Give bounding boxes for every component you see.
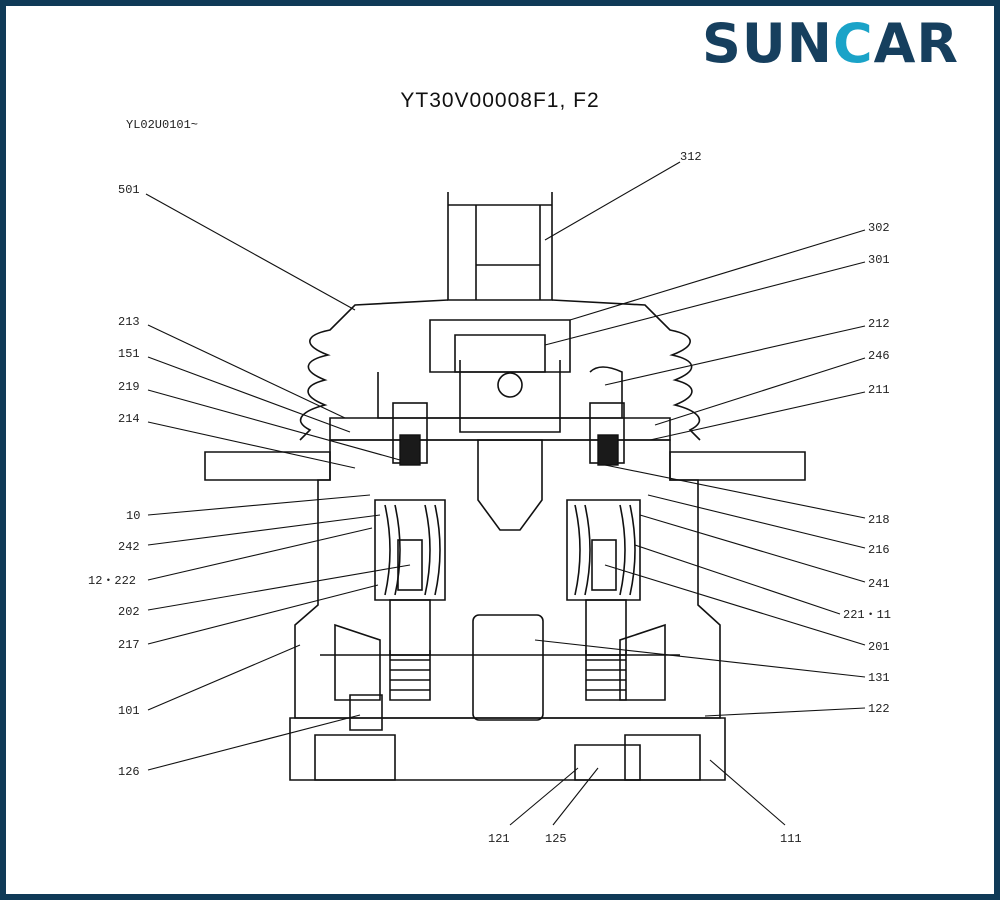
left-spool-land [389,650,431,701]
callout-312: 312 [680,150,702,164]
left-return-spring [384,504,441,596]
callout-126: 126 [118,765,140,779]
callout-111: 111 [780,832,802,846]
callout-213: 213 [118,315,140,329]
callout-10: 10 [126,509,140,523]
right-boss [669,451,806,481]
port-121 [574,744,641,781]
joint-pin [497,372,523,398]
casing-101 [294,439,721,719]
callout-201: 201 [868,640,890,654]
callout-302: 302 [868,221,890,235]
leader-lines [145,161,866,826]
right-return-spring [574,504,636,596]
callout-125: 125 [545,832,567,846]
right-plug [597,434,619,466]
handle-shaft [447,192,553,301]
callout-501: 501 [118,183,140,197]
plug-126 [349,694,383,731]
universal-joint [459,360,561,433]
drawing-title: YT30V00008F1, F2 [400,89,599,112]
disc-plate [429,319,571,373]
callout-218: 218 [868,513,890,527]
callout-217: 217 [118,638,140,652]
center-plug-131 [472,614,544,721]
callout-219: 219 [118,380,140,394]
callout-labels: 312 501 302 301 213 212 151 246 219 211 … [88,150,891,846]
port-plate-111 [289,717,726,781]
callout-122: 122 [868,702,890,716]
callout-214: 214 [118,412,140,426]
left-boss [204,451,331,481]
valve-assembly [204,192,806,781]
callout-131: 131 [868,671,890,685]
callout-216: 216 [868,543,890,557]
callout-101: 101 [118,704,140,718]
plate-212 [377,366,623,419]
callout-246: 246 [868,349,890,363]
left-plug [399,434,421,466]
rubber-boot-left [299,299,449,441]
callout-301: 301 [868,253,890,267]
right-spool-land [585,650,627,701]
callout-212: 212 [868,317,890,331]
callout-121: 121 [488,832,510,846]
drawing-subtitle: YL02U0101~ [126,118,198,132]
callout-242: 242 [118,540,140,554]
plate-211 [329,417,671,441]
rubber-boot-right [551,299,701,441]
left-spring-seat [374,499,446,601]
callout-12-222: 12・222 [88,574,136,588]
right-spring-seat [566,499,641,601]
callout-151: 151 [118,347,140,361]
callout-202: 202 [118,605,140,619]
suncar-logo: SUNCAR [702,12,959,75]
left-spool [389,599,431,656]
callout-241: 241 [868,577,890,591]
joint-shaft-tip [477,439,543,531]
callout-221-11: 221・11 [843,608,891,622]
callout-211: 211 [868,383,890,397]
